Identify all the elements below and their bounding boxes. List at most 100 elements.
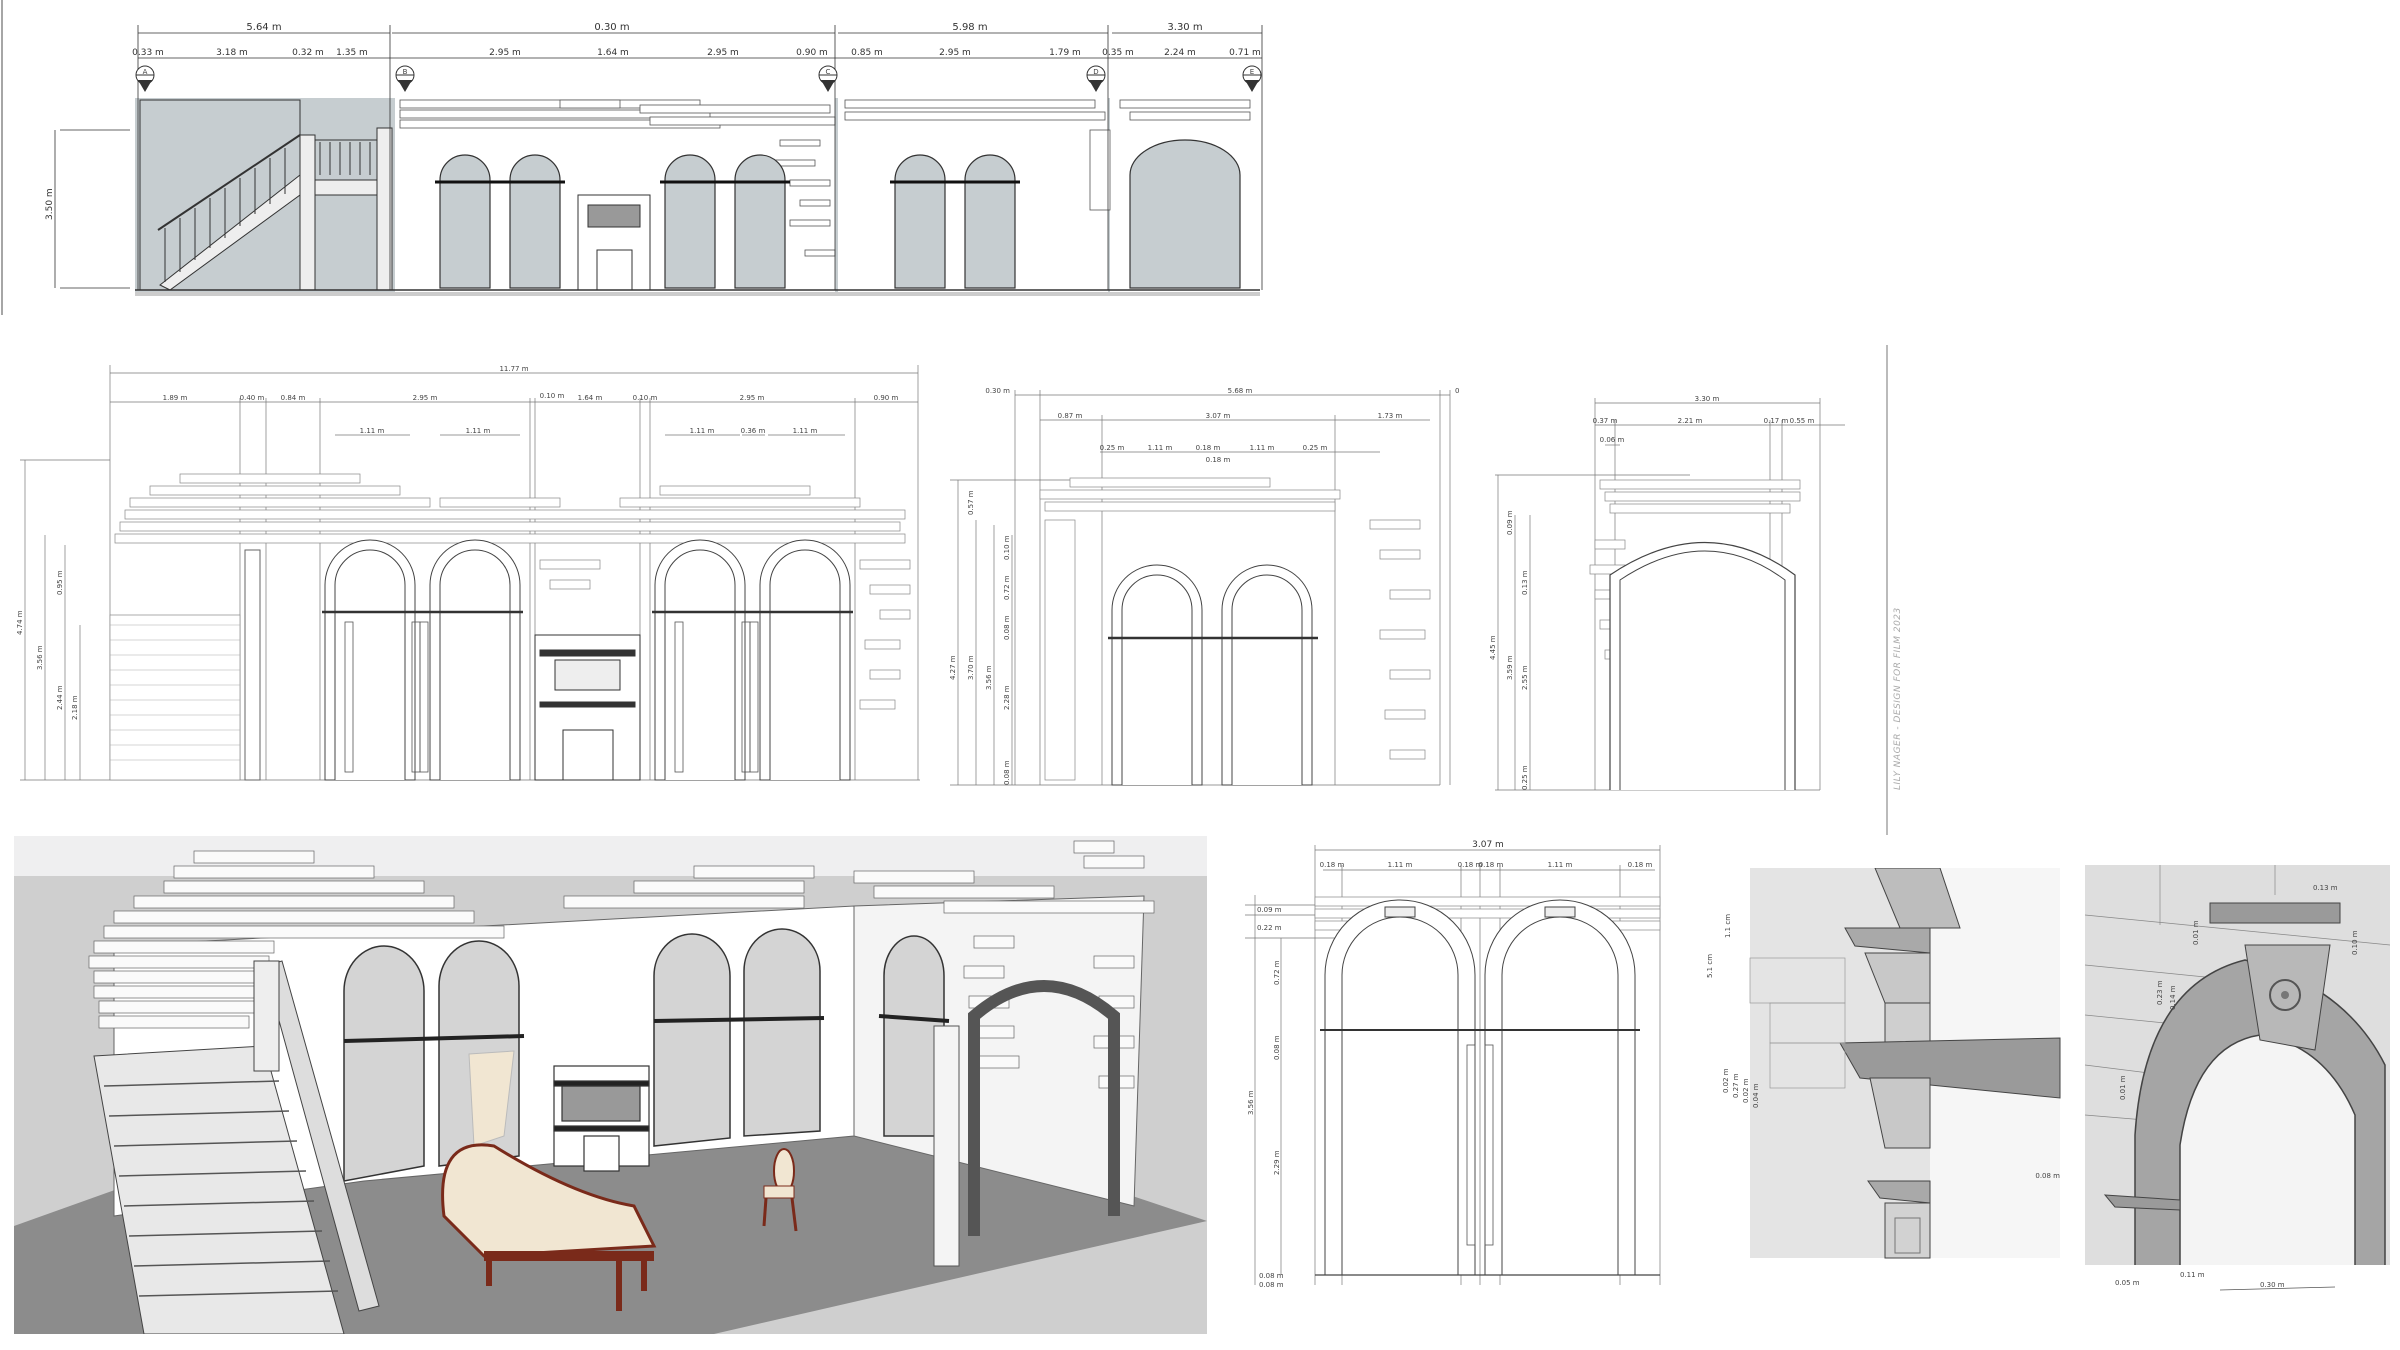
dim-label: 5.98 m (952, 22, 987, 33)
dim-label: 0.10 m (540, 392, 565, 400)
dim-label: 0.17 m (1764, 417, 1789, 425)
dim-label: 0.18 m (1458, 861, 1483, 869)
keystone-detail-image: 0.13 m 0.01 m 0.10 m 0.23 m 0.14 m 0.01 … (2085, 865, 2391, 1291)
dim-label: 0.04 m (1752, 1083, 1760, 1108)
dim-label: 0.01 m (2192, 920, 2200, 945)
section-marker-icon[interactable]: D (1086, 65, 1106, 92)
dim-label: 0.09 m (1506, 510, 1514, 535)
dim-label: 0.23 m (2156, 980, 2164, 1005)
dim-label: 0.40 m (240, 394, 265, 402)
dim-label: 0.36 m (741, 427, 766, 435)
dim-label: 0.84 m (281, 394, 306, 402)
wall-elevation-3-drawing: 3.30 m 0.37 m 2.21 m 0.17 m 0.55 m 0.06 … (1490, 395, 1845, 791)
dim-label: 0.08 m (1259, 1281, 1284, 1289)
dim-label: 1.11 m (793, 427, 818, 435)
dim-label: 5.1 cm (1706, 954, 1714, 978)
dim-label: 0.85 m (851, 48, 883, 58)
dim-label: 0.55 m (1790, 417, 1815, 425)
dim-label: 0.90 m (874, 394, 899, 402)
dim-label: 0.10 m (633, 394, 658, 402)
dim-label: 0.30 m (2260, 1281, 2285, 1289)
dim-label: 0.95 m (56, 570, 64, 595)
window-detail-drawing: 3.07 m 0.18 m 1.11 m 0.18 m 0.18 m 1.11 … (1245, 840, 1661, 1289)
window-detail-panel: 3.07 m 0.18 m 1.11 m 0.18 m 0.18 m 1.11 … (1245, 835, 1665, 1295)
dim-label: 0.90 m (796, 48, 828, 58)
section-marker-icon[interactable]: B (395, 65, 415, 92)
dim-label: 2.95 m (413, 394, 438, 402)
dim-label: 0.25 m (1100, 444, 1125, 452)
side-chair (762, 1148, 798, 1232)
dim-label: 0.10 m (2351, 930, 2359, 955)
dim-label: 0.22 m (1257, 924, 1282, 932)
dim-label: 2.44 m (56, 685, 64, 710)
dim-label: 2.95 m (707, 48, 739, 58)
dim-label: 1.11 m (1250, 444, 1275, 452)
height-dim-label: 3.50 m (45, 188, 55, 220)
dim-label: 0.25 m (1521, 765, 1529, 790)
section-marker-icon[interactable]: A (135, 65, 155, 92)
cornice-detail-panel: 5.1 cm 1.1 cm 0.02 m 0.27 m 0.02 m 0.04 … (1700, 868, 2070, 1268)
dim-label: 0.08 m (1003, 760, 1011, 785)
svg-text:B: B (403, 68, 408, 76)
dim-label: 1.11 m (690, 427, 715, 435)
svg-text:D: D (1093, 68, 1098, 76)
dim-label: 3.07 m (1206, 412, 1231, 420)
dim-label: 2.24 m (1164, 48, 1196, 58)
wall-elevation-2-panel: 0.30 m 0.20 m 5.68 m 0.87 m 3.07 m 1.73 … (940, 380, 1460, 800)
rosette-icon (2269, 979, 2301, 1011)
dim-label: 1.1 cm (1724, 914, 1732, 938)
dim-label: 0.18 m (1206, 456, 1231, 464)
dim-label: 2.95 m (740, 394, 765, 402)
dim-label: 0.02 m (1722, 1068, 1730, 1093)
wall-elevation-1-drawing: 11.77 m 1.89 m 0.40 m 0.84 m 2.95 m 0.10… (16, 365, 920, 781)
dim-label: 3.56 m (36, 645, 44, 670)
dim-label: 2.55 m (1521, 665, 1529, 690)
dim-label: 11.77 m (499, 365, 528, 373)
dim-label: 0.25 m (1303, 444, 1328, 452)
dim-label: 0.11 m (2180, 1271, 2205, 1279)
dim-label: 3.70 m (967, 655, 975, 680)
dim-label: 2.28 m (1003, 685, 1011, 710)
dim-label: 5.64 m (246, 22, 281, 33)
dim-label: 1.89 m (163, 394, 188, 402)
dim-label: 0.72 m (1273, 960, 1281, 985)
svg-text:E: E (1250, 68, 1254, 76)
dim-label: 0.72 m (1003, 575, 1011, 600)
dim-label: 3.56 m (1247, 1090, 1255, 1115)
dim-label: 0.71 m (1229, 48, 1261, 58)
dim-label: 0.13 m (2313, 884, 2338, 892)
dim-label: 0.18 m (1320, 861, 1345, 869)
dim-label: 0.08 m (1273, 1035, 1281, 1060)
dim-label: 0.18 m (1628, 861, 1653, 869)
dim-label: 0.02 m (1742, 1078, 1750, 1103)
dim-label: 3.07 m (1472, 840, 1504, 850)
dim-label: 2.95 m (939, 48, 971, 58)
dim-label: 1.64 m (597, 48, 629, 58)
section-marker-icon[interactable]: E (1242, 65, 1262, 92)
cornice-detail-image: 5.1 cm 1.1 cm 0.02 m 0.27 m 0.02 m 0.04 … (1706, 868, 2061, 1259)
credit-text: LILY NAGER - DESIGN FOR FILM 2023 (1893, 607, 1903, 790)
dim-label: 1.73 m (1378, 412, 1403, 420)
dim-label: 1.79 m (1049, 48, 1081, 58)
dim-label: 0.08 m (2035, 1172, 2060, 1180)
dim-label: 0.13 m (1521, 570, 1529, 595)
dim-label: 0.06 m (1600, 436, 1625, 444)
sheet-divider (1886, 345, 1888, 835)
keystone-detail-panel: 0.13 m 0.01 m 0.10 m 0.23 m 0.14 m 0.01 … (2085, 865, 2395, 1305)
render-3d-image (14, 836, 1207, 1334)
dim-label: 1.35 m (336, 48, 368, 58)
dim-label: 0.18 m (1196, 444, 1221, 452)
dim-label: 2.21 m (1678, 417, 1703, 425)
wall-elevation-1-panel: 11.77 m 1.89 m 0.40 m 0.84 m 2.95 m 0.10… (0, 360, 940, 790)
dim-label: 2.95 m (489, 48, 521, 58)
dim-label: 0.05 m (2115, 1279, 2140, 1287)
dim-label: 0.08 m (1003, 615, 1011, 640)
dim-label: 3.30 m (1695, 395, 1720, 403)
dim-label: 0.35 m (1102, 48, 1134, 58)
svg-text:A: A (143, 68, 148, 76)
elevation-plan-panel: 5.64 m 0.30 m 5.98 m 3.30 m 0.33 m 3.18 … (0, 0, 1290, 320)
section-marker-icon[interactable]: C (818, 65, 838, 92)
wall-elevation-3-panel: 3.30 m 0.37 m 2.21 m 0.17 m 0.55 m 0.06 … (1490, 390, 1850, 800)
dim-label: 0.20 m (1455, 387, 1460, 395)
dim-label: 1.11 m (1388, 861, 1413, 869)
